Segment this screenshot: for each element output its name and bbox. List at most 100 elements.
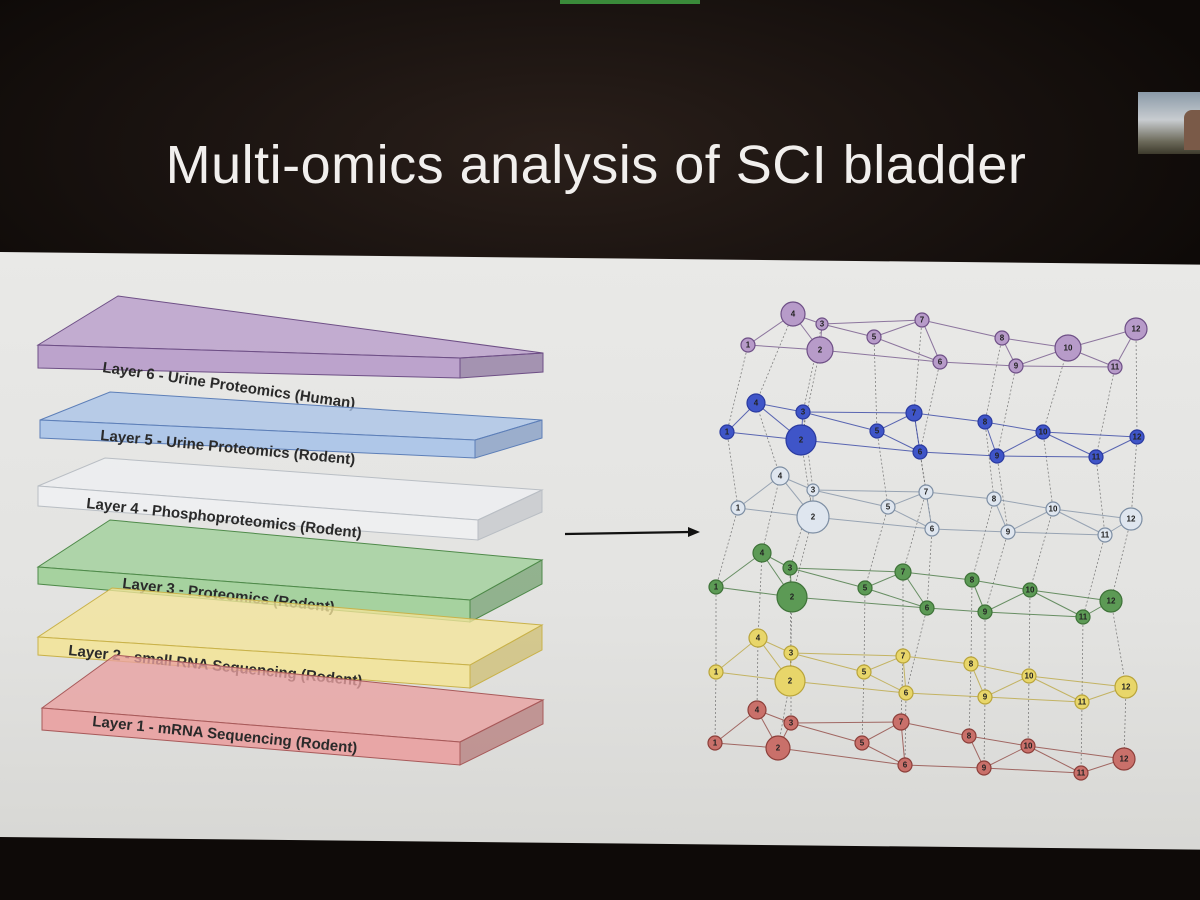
network-node-label: 5 [875,427,880,436]
intralayer-edge [790,652,865,673]
network-node: 4 [747,700,767,720]
network-node: 1 [707,735,723,751]
network-node-label: 11 [1079,613,1088,622]
network-node-circle [1022,582,1038,598]
network-node-label: 11 [1077,769,1086,778]
interlayer-link [876,430,889,508]
intralayer-edge [802,411,915,414]
network-node-label: 11 [1078,698,1087,707]
network-node-circle [746,393,766,413]
network-node-circle [770,466,790,486]
network-node-circle [914,312,930,328]
network-node-label: 10 [1049,505,1058,514]
network-node-label: 4 [754,399,759,408]
intralayer-edge [789,680,907,694]
network-node: 12 [1119,507,1143,531]
network-node-circle [708,579,724,595]
intralayer-edge [1095,436,1138,458]
interlayer-link [970,579,973,665]
network-node-circle [1099,589,1123,613]
network-node: 12 [1099,589,1123,613]
network-node: 12 [1129,429,1145,445]
network-node: 10 [1035,424,1051,440]
intralayer-edge [821,323,875,338]
network-node-label: 7 [901,568,906,577]
intralayer-edge [1007,508,1054,533]
network-node-label: 8 [1000,334,1005,343]
intralayer-edge [802,411,878,432]
network-node: 6 [897,757,913,773]
interlayer-link [902,491,927,573]
intralayer-edge [1042,431,1138,438]
intralayer-edge [996,431,1044,457]
network-node: 6 [924,521,940,537]
webcam-person [1184,110,1200,150]
network-node-circle [815,317,829,331]
network-node: 2 [765,735,791,761]
network-node-circle [895,648,911,664]
webcam-thumbnail [1138,92,1200,154]
network-node-circle [1020,738,1036,754]
network-node: 2 [806,336,834,364]
intralayer-edge [789,567,866,589]
network-node: 2 [776,581,808,613]
intralayer-edge [1052,508,1106,536]
network-node-circle [780,301,806,327]
network-node: 3 [783,715,799,731]
intralayer-edge [993,498,1054,510]
network-node: 3 [806,483,820,497]
network-node: 1 [740,337,756,353]
layer-5-side-face [474,419,543,459]
network-node-circle [880,499,896,515]
intralayer-edge [812,489,889,508]
network-node-circle [1054,334,1082,362]
intralayer-edge [812,516,933,530]
network-node-circle [1008,358,1024,374]
network-node-label: 12 [1107,597,1116,606]
network-node: 12 [1124,317,1148,341]
network-node: 5 [857,580,873,596]
intralayer-edge [902,655,972,665]
network-node-label: 4 [791,310,796,319]
network-node-circle [1097,527,1113,543]
network-node: 4 [748,628,768,648]
interlayer-link [984,531,1009,613]
network-node-label: 5 [863,584,868,593]
network-node: 9 [1008,358,1024,374]
network-node-label: 3 [789,649,794,658]
intralayer-edge [970,663,1030,677]
network-node-label: 10 [1064,344,1073,353]
arrow-head [688,527,700,537]
network-node: 5 [880,499,896,515]
network-node: 7 [894,563,912,581]
network-node-circle [1107,359,1123,375]
intralayer-edge [983,767,1082,774]
intralayer-edge [790,721,902,724]
interlayer-link [1081,616,1084,703]
network-node-circle [796,500,830,534]
layer-slab-4: Layer 4 - Phosphoproteomics (Rodent) [37,457,544,542]
interlayer-link [996,455,1009,533]
intralayer-edge [1052,508,1132,520]
network-node-circle [782,560,798,576]
network-node-label: 1 [725,428,730,437]
intralayer-edge [1027,745,1125,760]
network-node: 12 [1114,675,1138,699]
network-node-circle [892,713,910,731]
network-node-label: 12 [1122,683,1131,692]
network-node: 11 [1075,609,1091,625]
intralayer-edge [864,587,928,609]
network-node-label: 7 [912,409,917,418]
network-node-label: 7 [901,652,906,661]
layer-2-side-face [469,624,543,689]
network-node-circle [854,735,870,751]
network-node-label: 9 [1006,528,1011,537]
network-node-label: 1 [746,341,751,350]
network-node-label: 2 [818,346,823,355]
interlayer-link [1095,366,1116,458]
network-node-label: 1 [714,668,719,677]
interlayer-link [984,421,995,500]
network-node-label: 5 [860,739,865,748]
network-node-circle [806,483,820,497]
